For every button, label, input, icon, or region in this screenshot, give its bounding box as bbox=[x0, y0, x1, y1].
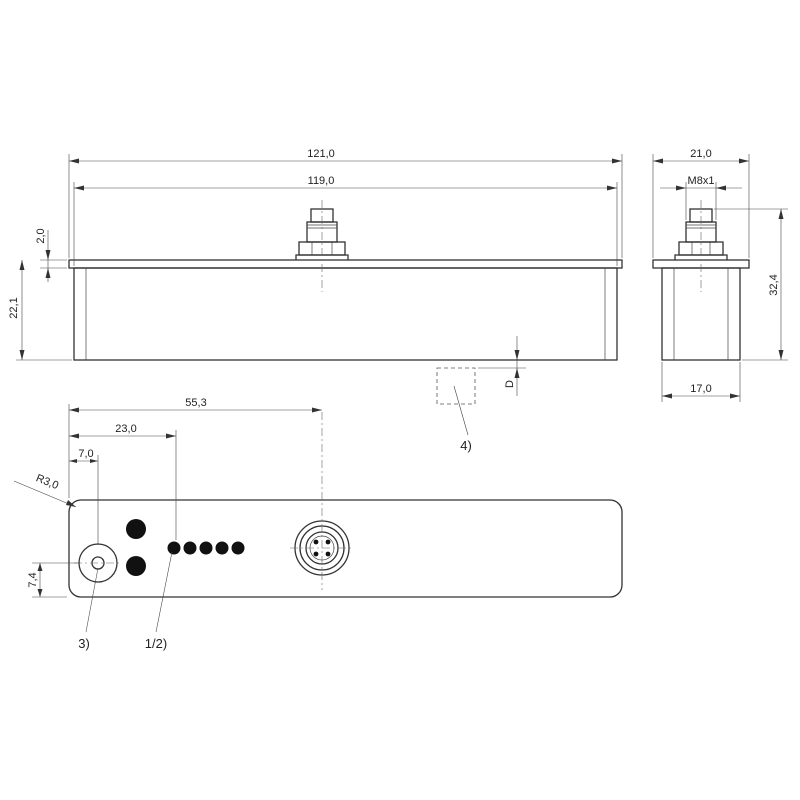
led-2 bbox=[183, 541, 197, 555]
led-offset-label: 23,0 bbox=[115, 423, 136, 435]
arrow-32-bottom bbox=[778, 350, 784, 360]
arrow-55-right bbox=[312, 407, 322, 413]
arrow-radius bbox=[66, 500, 76, 507]
arrow-d-top bbox=[514, 350, 520, 360]
arrow-22-bottom bbox=[19, 350, 25, 360]
led-3 bbox=[199, 541, 213, 555]
connector-pin-3 bbox=[313, 551, 319, 557]
arrow-7-4-bottom bbox=[37, 589, 43, 597]
hole-height-label: 7,4 bbox=[27, 572, 39, 587]
front-body bbox=[73, 267, 618, 361]
arrow-d-bottom bbox=[514, 368, 520, 378]
depth-d-label: D bbox=[504, 380, 516, 388]
connector-pin-4 bbox=[325, 551, 331, 557]
arrow-7-left bbox=[69, 459, 77, 463]
arrow-17-left bbox=[662, 393, 672, 399]
arrow-7-4-top bbox=[37, 563, 43, 571]
sensing-area-box bbox=[436, 367, 476, 405]
arrow-22-top bbox=[19, 260, 25, 270]
front-dimensions: 121,0 119,0 2,0 22,1 D 4) bbox=[8, 148, 623, 453]
side-view bbox=[652, 200, 750, 361]
indicator-top bbox=[126, 519, 146, 539]
led-5 bbox=[231, 541, 245, 555]
arrow-119-left bbox=[74, 185, 84, 191]
arrow-m8-right bbox=[716, 185, 726, 191]
total-height-label: 32,4 bbox=[768, 274, 780, 295]
flange-thickness-label: 2,0 bbox=[35, 228, 47, 243]
thread-label: M8x1 bbox=[688, 175, 715, 187]
arrow-2-bottom bbox=[45, 268, 51, 278]
arrow-2-top bbox=[45, 250, 51, 260]
leds-callout: 1/2) bbox=[145, 636, 167, 651]
arrow-23-left bbox=[69, 433, 79, 439]
side-width-bottom-label: 17,0 bbox=[690, 383, 711, 395]
arrow-32-top bbox=[778, 209, 784, 219]
arrow-55-left bbox=[69, 407, 79, 413]
connector-offset-label: 55,3 bbox=[185, 397, 206, 409]
top-plate bbox=[68, 499, 623, 598]
radius-leader bbox=[13, 480, 77, 508]
arrow-m8-left bbox=[676, 185, 686, 191]
arrow-21-right bbox=[739, 158, 749, 164]
callout-4-leader bbox=[453, 385, 469, 436]
inner-length-label: 119,0 bbox=[308, 175, 335, 187]
arrow-121-left bbox=[69, 158, 79, 164]
corner-radius-label: R3,0 bbox=[34, 472, 60, 492]
arrow-119-right bbox=[607, 185, 617, 191]
top-dimensions: 55,3 23,0 7,0 R3,0 7,4 3) 1/2) bbox=[13, 397, 322, 651]
top-view bbox=[68, 412, 623, 598]
side-width-top-label: 21,0 bbox=[690, 148, 711, 160]
connector-pin-1 bbox=[313, 539, 319, 545]
arrow-17-right bbox=[730, 393, 740, 399]
front-flange bbox=[68, 259, 623, 269]
arrow-23-right bbox=[166, 433, 176, 439]
indicator-bottom bbox=[126, 556, 146, 576]
sensing-face-callout: 4) bbox=[460, 438, 472, 453]
arrow-121-right bbox=[612, 158, 622, 164]
body-height-label: 22,1 bbox=[8, 297, 20, 318]
mounting-hole-callout: 3) bbox=[78, 636, 90, 651]
arrow-7-right bbox=[90, 459, 98, 463]
led-1 bbox=[167, 541, 181, 555]
front-view bbox=[68, 200, 623, 361]
connector-pin-2 bbox=[325, 539, 331, 545]
side-dimensions: 21,0 M8x1 32,4 17,0 bbox=[652, 148, 788, 402]
callout-1-2-leader bbox=[155, 551, 173, 633]
arrow-21-left bbox=[653, 158, 663, 164]
led-4 bbox=[215, 541, 229, 555]
hole-offset-label: 7,0 bbox=[78, 448, 93, 460]
callout-3-leader bbox=[85, 567, 99, 633]
overall-length-label: 121,0 bbox=[307, 148, 335, 160]
